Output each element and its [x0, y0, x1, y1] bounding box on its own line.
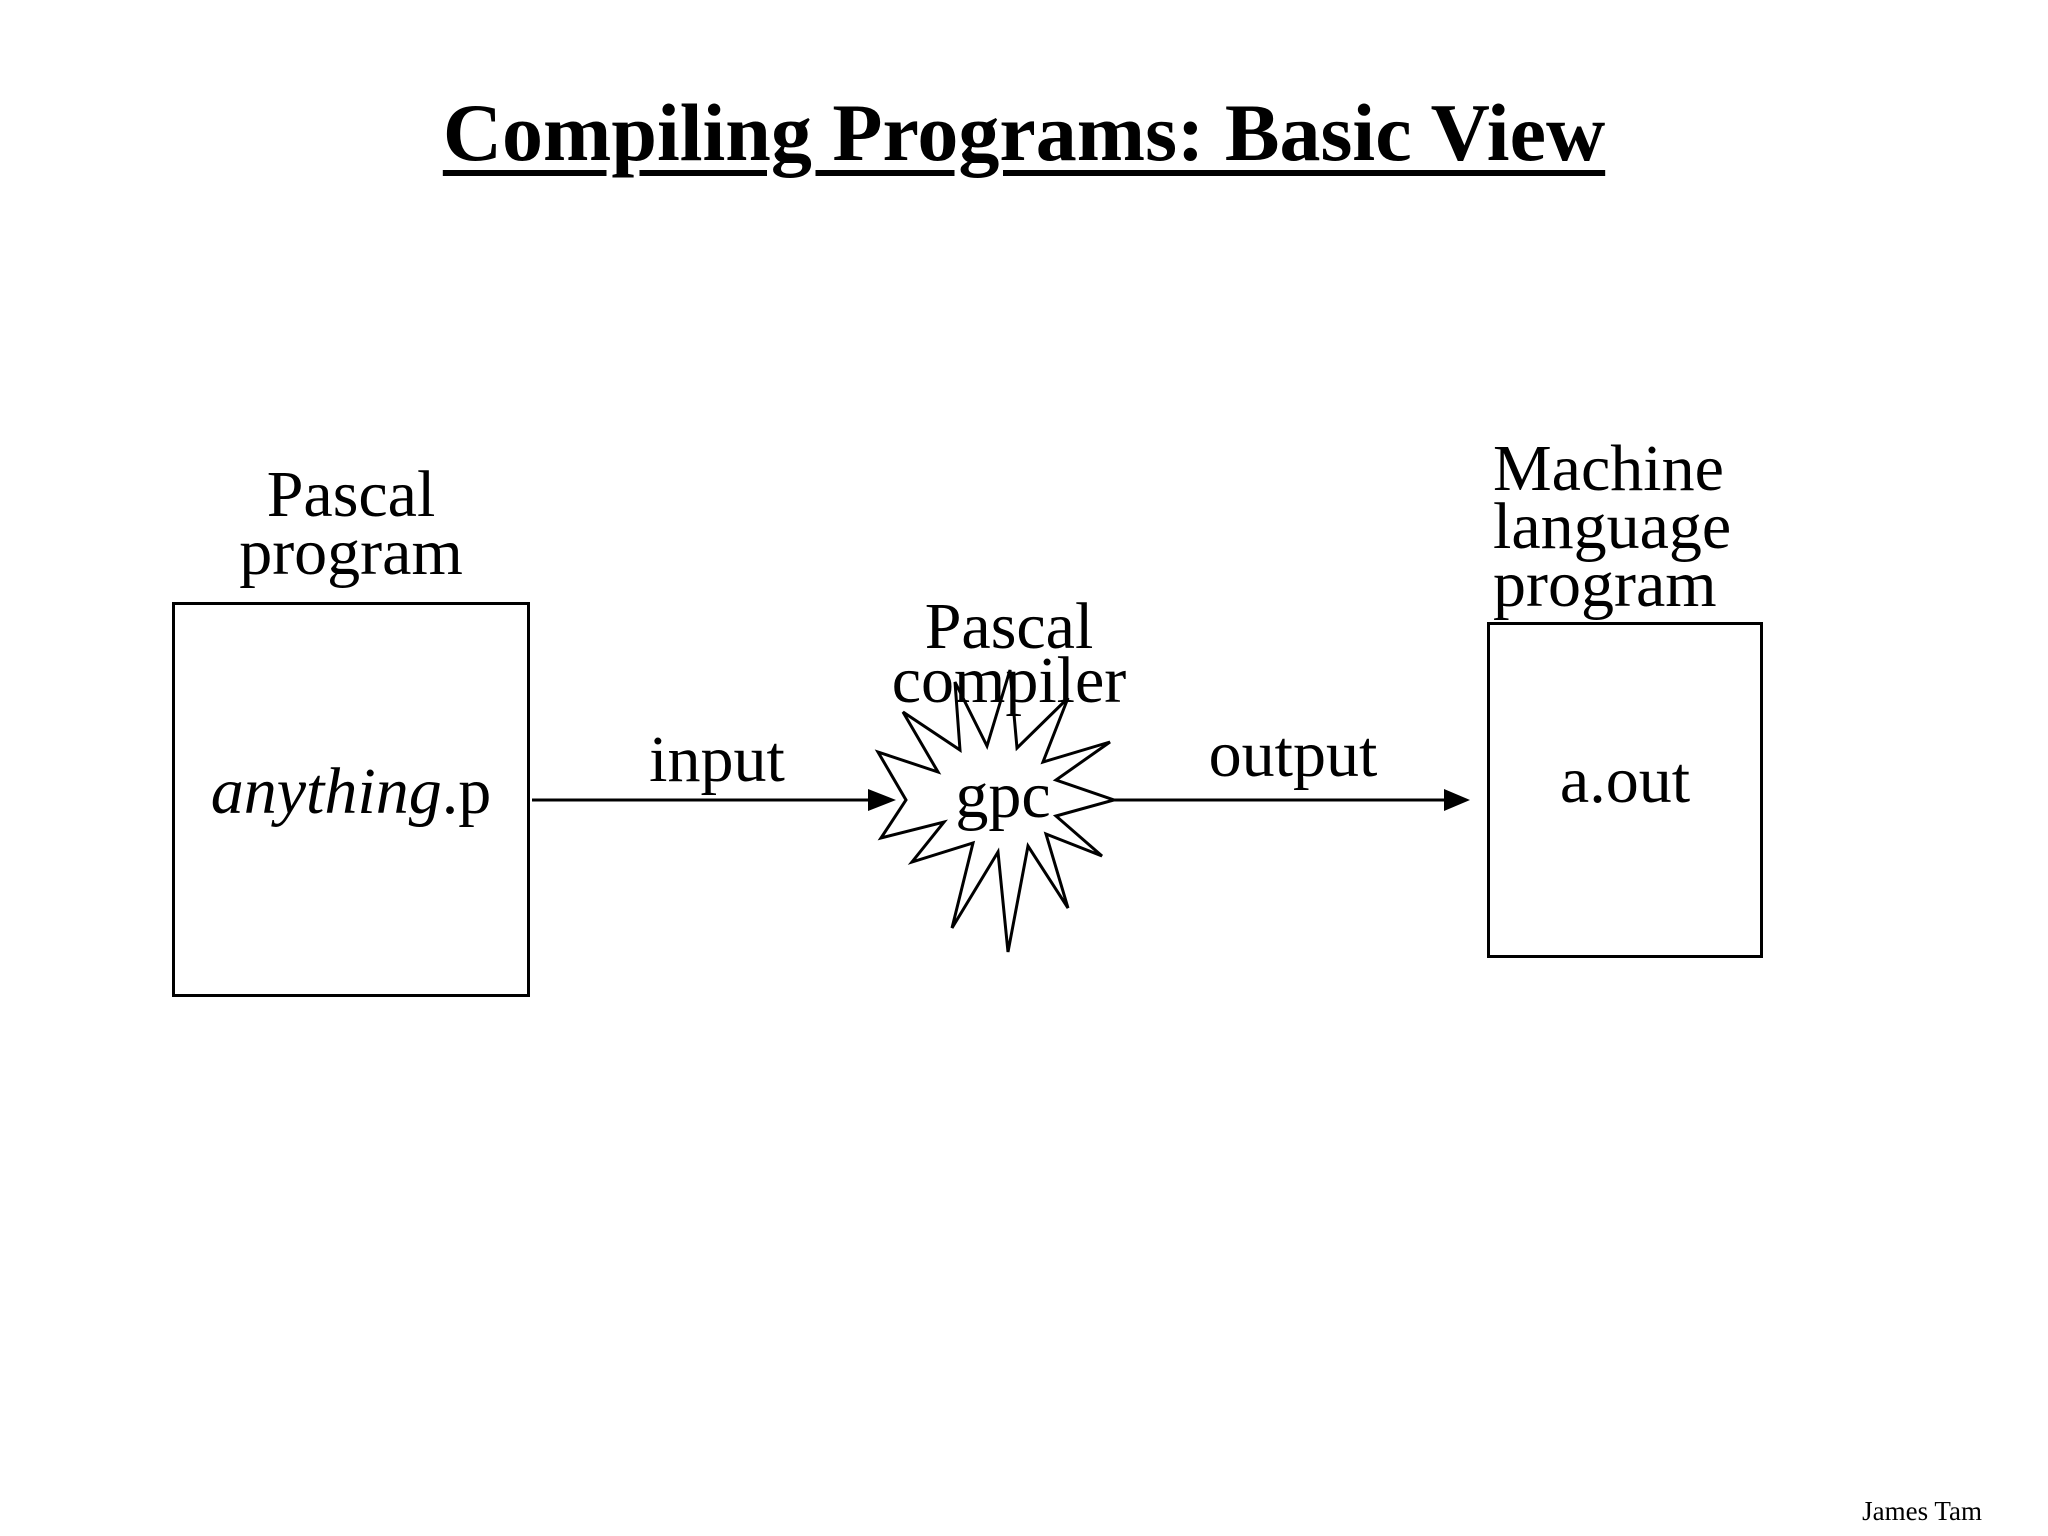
compiler-label: Pascal compiler: [859, 590, 1159, 717]
source-file-name-base: anything: [210, 755, 442, 828]
source-file-name-ext: .p: [441, 755, 492, 828]
input-arrow-label: input: [649, 723, 785, 796]
compiler-starburst-icon: [874, 669, 1120, 953]
output-arrowhead-icon: [1444, 789, 1470, 811]
slide-title: Compiling Programs: Basic View: [442, 87, 1606, 178]
input-arrow: [532, 789, 896, 811]
credit-text: James Tam: [1862, 1496, 1982, 1526]
target-box-label-line2: language: [1493, 490, 1732, 563]
source-box-label: Pascal program: [172, 458, 530, 589]
input-arrowhead-icon: [868, 789, 896, 811]
target-box-label-line3: program: [1493, 548, 1717, 621]
target-box-label: Machine language program: [1493, 432, 1793, 621]
source-file-name: anything.p: [172, 759, 530, 825]
compiler-label-line1: Pascal: [924, 590, 1094, 663]
target-file-name: a.out: [1559, 744, 1691, 817]
compiler-name: gpc: [955, 759, 1051, 832]
source-file-box: [172, 602, 530, 997]
target-box-label-line1: Machine: [1493, 432, 1724, 505]
compiler-label-line2: compiler: [891, 644, 1127, 717]
output-arrow: [1114, 789, 1470, 811]
output-arrow-label: output: [1208, 718, 1378, 791]
target-file-box: [1487, 622, 1763, 958]
source-box-label-line2: program: [239, 516, 463, 589]
source-box-label-line1: Pascal: [266, 458, 436, 531]
